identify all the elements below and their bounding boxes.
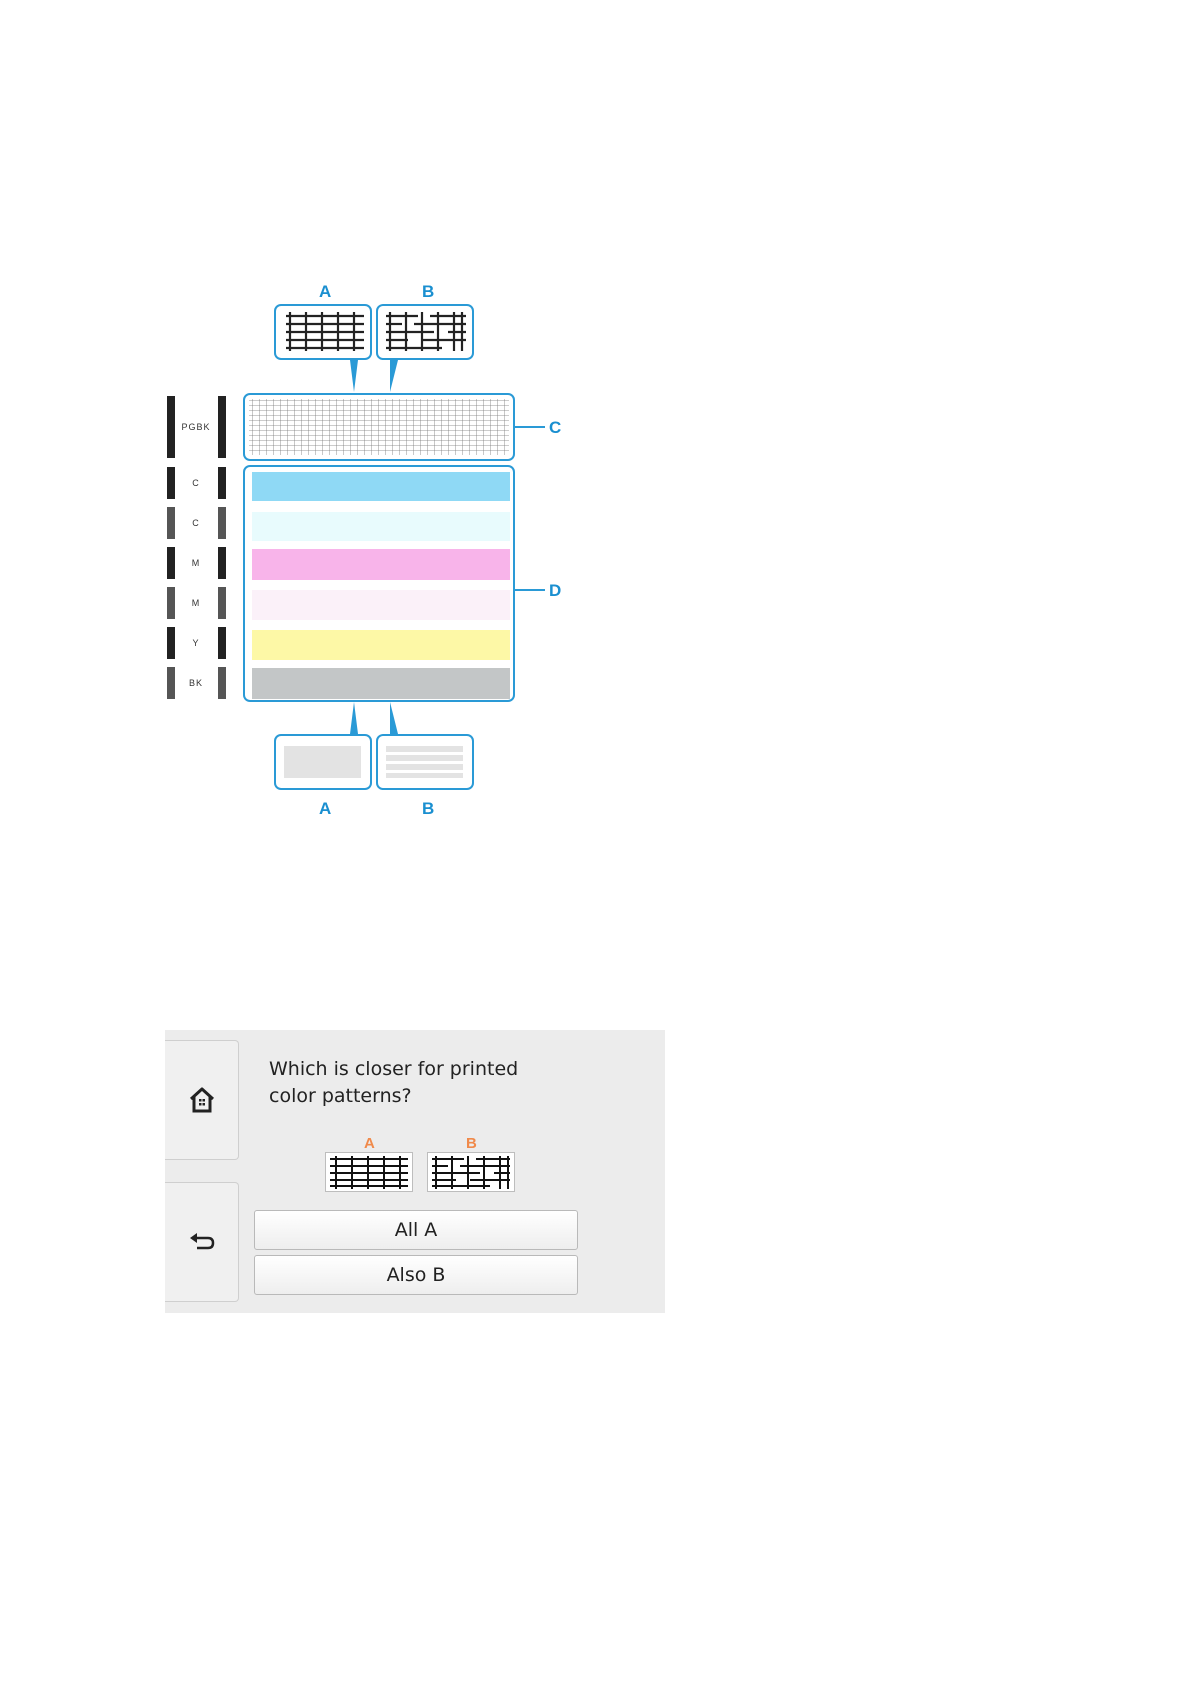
choice-b-pattern <box>427 1152 515 1192</box>
good-grid-pattern-icon <box>326 1153 412 1191</box>
light-magenta-band <box>252 590 510 620</box>
home-button[interactable] <box>165 1040 239 1160</box>
row-bar-left-m1 <box>167 547 175 579</box>
bottom-label-a: A <box>319 799 331 819</box>
magenta-band <box>252 549 510 580</box>
top-callout-a <box>274 304 372 360</box>
top-label-b: B <box>422 282 434 302</box>
row-bar-right-pgbk <box>218 396 226 458</box>
home-icon <box>187 1085 217 1115</box>
back-icon <box>188 1230 216 1254</box>
row-bar-right-y <box>218 627 226 659</box>
broken-grid-pattern-icon <box>378 306 471 357</box>
row-bar-right-c2 <box>218 507 226 539</box>
pgbk-pattern-box <box>243 393 515 461</box>
side-label-c: C <box>549 418 561 438</box>
row-bar-left-m2 <box>167 587 175 619</box>
row-bar-left-pgbk <box>167 396 175 458</box>
row-label-c2: C <box>176 518 216 528</box>
color-bands-box <box>243 465 515 702</box>
choice-label-a: A <box>364 1135 375 1152</box>
yellow-band <box>252 630 510 660</box>
bottom-callout-a <box>274 734 372 790</box>
streaked-band-sample <box>386 746 463 778</box>
nozzle-check-diagram: A B <box>0 0 1191 900</box>
row-bar-left-c1 <box>167 467 175 499</box>
row-bar-right-m2 <box>218 587 226 619</box>
broken-grid-pattern-icon <box>428 1153 514 1191</box>
bottom-callout-b <box>376 734 474 790</box>
printer-panel-screen: Which is closer for printed color patter… <box>165 1030 665 1313</box>
row-label-pgbk: PGBK <box>176 422 216 432</box>
also-b-button[interactable]: Also B <box>254 1255 578 1295</box>
callout-c-line <box>515 426 545 428</box>
row-bar-left-y <box>167 627 175 659</box>
top-callout-b <box>376 304 474 360</box>
row-label-y: Y <box>176 638 216 648</box>
panel-question: Which is closer for printed color patter… <box>269 1056 518 1110</box>
all-a-button[interactable]: All A <box>254 1210 578 1250</box>
row-label-bk: BK <box>176 678 216 688</box>
side-label-d: D <box>549 581 561 601</box>
uniform-band-sample <box>284 746 361 778</box>
light-cyan-band <box>252 512 510 541</box>
row-bar-right-c1 <box>218 467 226 499</box>
row-bar-left-bk <box>167 667 175 699</box>
top-label-a: A <box>319 282 331 302</box>
callout-d-line <box>515 589 545 591</box>
bottom-label-b: B <box>422 799 434 819</box>
black-band <box>252 668 510 699</box>
pgbk-grid-pattern <box>245 395 513 459</box>
row-label-m1: M <box>176 558 216 568</box>
choice-label-b: B <box>466 1135 477 1152</box>
cyan-band <box>252 472 510 501</box>
row-bar-right-bk <box>218 667 226 699</box>
back-button[interactable] <box>165 1182 239 1302</box>
row-bar-right-m1 <box>218 547 226 579</box>
choice-a-pattern <box>325 1152 413 1192</box>
row-label-c1: C <box>176 478 216 488</box>
good-grid-pattern-icon <box>276 306 369 357</box>
bottom-pointer-arrows <box>340 702 420 736</box>
row-label-m2: M <box>176 598 216 608</box>
row-bar-left-c2 <box>167 507 175 539</box>
top-pointer-arrows <box>340 360 420 396</box>
